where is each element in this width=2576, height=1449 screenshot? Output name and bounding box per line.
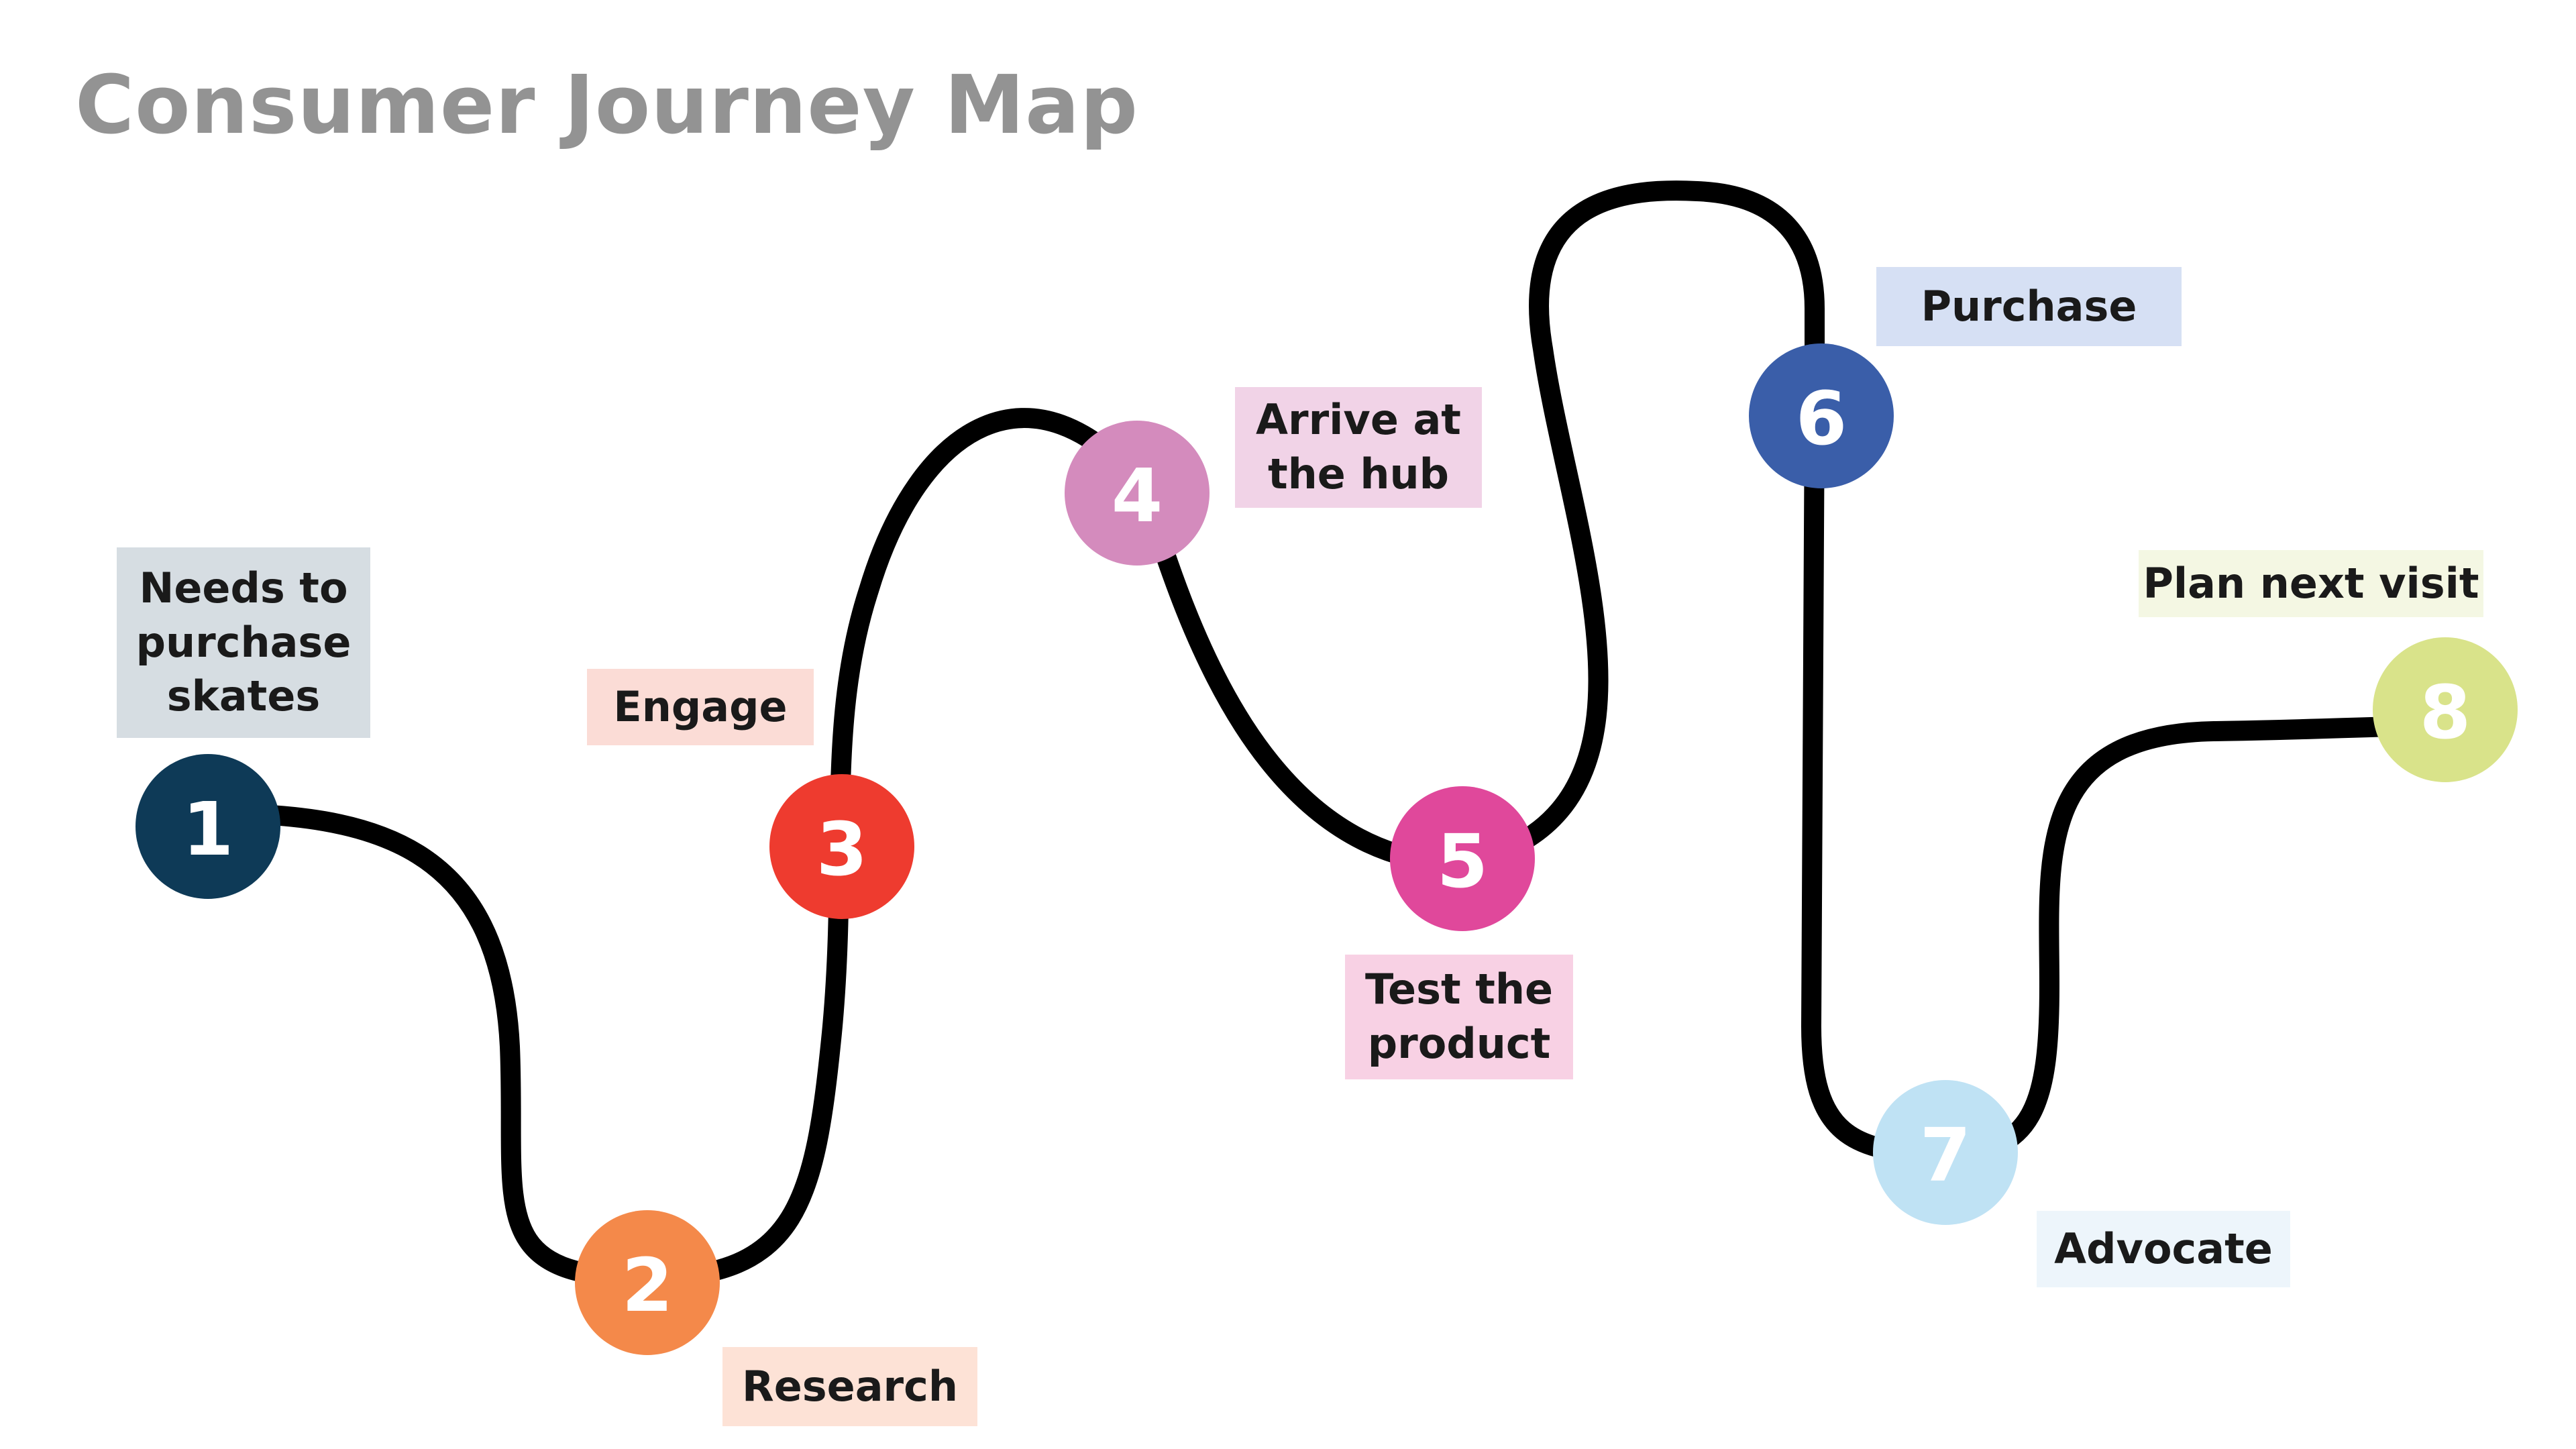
stage-number-4: 4 — [1112, 453, 1163, 539]
stage-label-4: Arrive at the hub — [1235, 387, 1482, 508]
stage-circle-4 — [1065, 421, 1210, 566]
stage-node-4: 4 — [1065, 421, 1210, 566]
stage-label-7: Advocate — [2037, 1211, 2290, 1287]
stage-circle-8 — [2373, 637, 2518, 782]
stage-node-6: 6 — [1749, 343, 1894, 488]
stage-circle-5 — [1390, 786, 1535, 931]
journey-path — [198, 180, 2452, 1288]
stage-label-5: Test the product — [1345, 955, 1573, 1079]
stage-node-8: 8 — [2373, 637, 2518, 782]
stage-circle-6 — [1749, 343, 1894, 488]
stage-circle-3 — [769, 774, 914, 919]
stage-node-5: 5 — [1390, 786, 1535, 931]
stage-circle-7 — [1873, 1080, 2018, 1225]
stage-circle-2 — [575, 1210, 720, 1355]
stage-number-6: 6 — [1796, 376, 1847, 462]
stage-number-1: 1 — [182, 786, 234, 872]
stage-circle-1 — [136, 754, 280, 899]
stage-node-3: 3 — [769, 774, 914, 919]
stage-node-7: 7 — [1873, 1080, 2018, 1225]
stage-number-3: 3 — [816, 806, 868, 892]
stage-node-1: 1 — [136, 754, 280, 899]
stage-label-6: Purchase — [1876, 267, 2182, 346]
stage-label-8: Plan next visit — [2139, 550, 2483, 617]
stage-number-2: 2 — [622, 1242, 674, 1328]
stage-number-5: 5 — [1437, 818, 1489, 904]
stage-label-1: Needs to purchase skates — [117, 547, 370, 738]
stage-number-7: 7 — [1920, 1112, 1972, 1198]
stage-label-3: Engage — [587, 669, 814, 745]
stage-number-8: 8 — [2420, 669, 2471, 755]
page-title: Consumer Journey Map — [75, 59, 1138, 152]
stage-label-2: Research — [722, 1347, 977, 1426]
stage-node-2: 2 — [575, 1210, 720, 1355]
